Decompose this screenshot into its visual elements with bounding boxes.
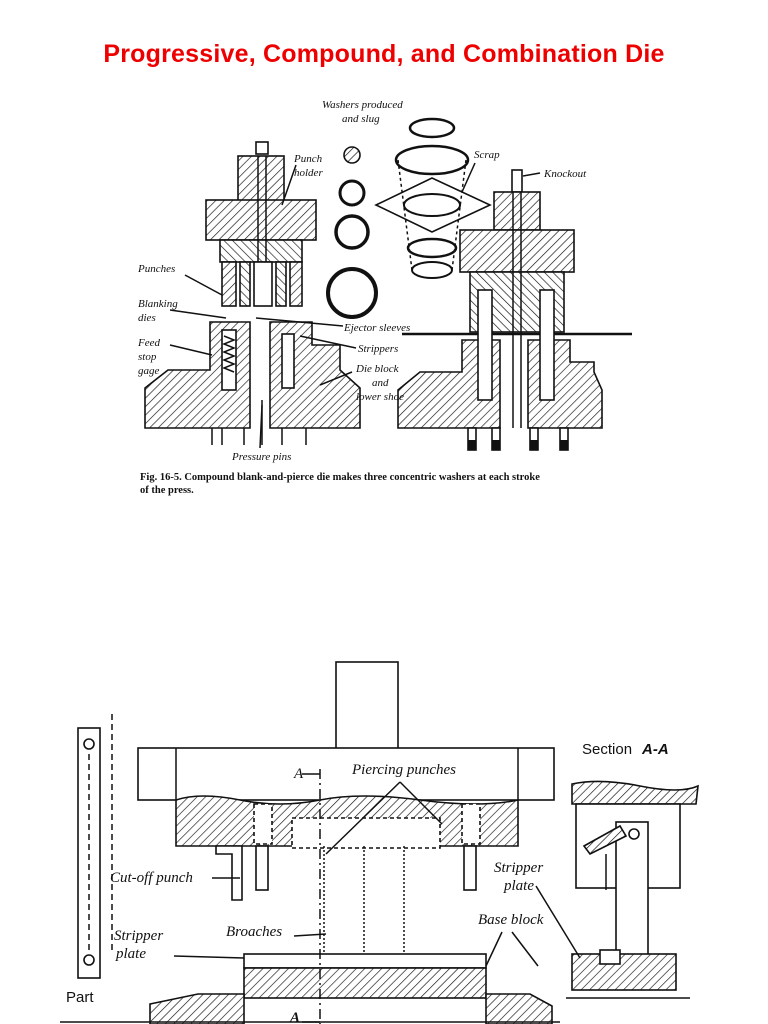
- leader-lines: [169, 162, 541, 449]
- label-stripper-plate-right-2: plate: [503, 878, 534, 894]
- part-strip: [77, 714, 113, 979]
- stripper-plate: [243, 953, 487, 969]
- label-strippers: Strippers: [358, 343, 398, 355]
- upper-shoe: [137, 747, 555, 801]
- upper-punch-assembly: [205, 141, 317, 307]
- label-part: Part: [66, 989, 94, 1006]
- label-a-top: A: [293, 766, 304, 782]
- label-die-block-2: and: [372, 377, 389, 389]
- assembled-die-right: [397, 169, 632, 451]
- cutoff-punch: [215, 845, 243, 901]
- compound-die-figure: Washers produced and slug Scrap Knockout…: [137, 99, 632, 496]
- label-stripper-plate-left: Stripper: [114, 928, 163, 944]
- figure1-caption: Fig. 16-5. Compound blank-and-pierce die…: [140, 472, 540, 483]
- label-washers: Washers produced: [322, 99, 403, 111]
- label-punch-holder-2: holder: [294, 167, 323, 179]
- section-a-a: [566, 780, 699, 999]
- washers-stack: [326, 146, 378, 319]
- label-a-bottom: A: [289, 1010, 300, 1024]
- label-feed-stop: Feed: [137, 337, 160, 349]
- label-feed-stop-2: stop: [138, 351, 157, 363]
- label-piercing-punches: Piercing punches: [351, 762, 456, 778]
- lower-die-left: [144, 321, 361, 445]
- label-feed-stop-3: gage: [138, 365, 160, 377]
- figure1-caption-2: of the press.: [140, 485, 194, 496]
- label-punches: Punches: [137, 263, 175, 275]
- scrap-strip: [374, 117, 492, 279]
- label-stripper-plate-left-2: plate: [115, 946, 146, 962]
- base-block: [243, 967, 487, 999]
- broaches: [323, 846, 405, 954]
- label-scrap: Scrap: [474, 149, 500, 161]
- label-pressure-pins: Pressure pins: [231, 451, 291, 463]
- section-id: A-A: [641, 741, 669, 758]
- figure2-leaders: [173, 773, 581, 1023]
- combination-die-figure: Section A-A A Piercing punches Cut-off p…: [60, 661, 699, 1024]
- label-die-block-3: lower shoe: [356, 391, 404, 403]
- label-stripper-plate-right: Stripper: [494, 860, 543, 876]
- label-blanking-dies-2: dies: [138, 312, 156, 324]
- slide-title: Progressive, Compound, and Combination D…: [103, 40, 665, 68]
- label-washers-2: and slug: [342, 113, 380, 125]
- label-broaches: Broaches: [226, 924, 282, 940]
- label-punch-holder: Punch: [293, 153, 323, 165]
- section-label: Section: [582, 741, 632, 758]
- label-knockout: Knockout: [543, 168, 587, 180]
- label-base-block: Base block: [478, 912, 544, 928]
- die-shank: [335, 661, 399, 753]
- label-ejector-sleeves: Ejector sleeves: [343, 322, 410, 334]
- label-blanking-dies: Blanking: [138, 298, 178, 310]
- label-cutoff-punch: Cut-off punch: [110, 870, 193, 886]
- label-die-block: Die block: [355, 363, 400, 375]
